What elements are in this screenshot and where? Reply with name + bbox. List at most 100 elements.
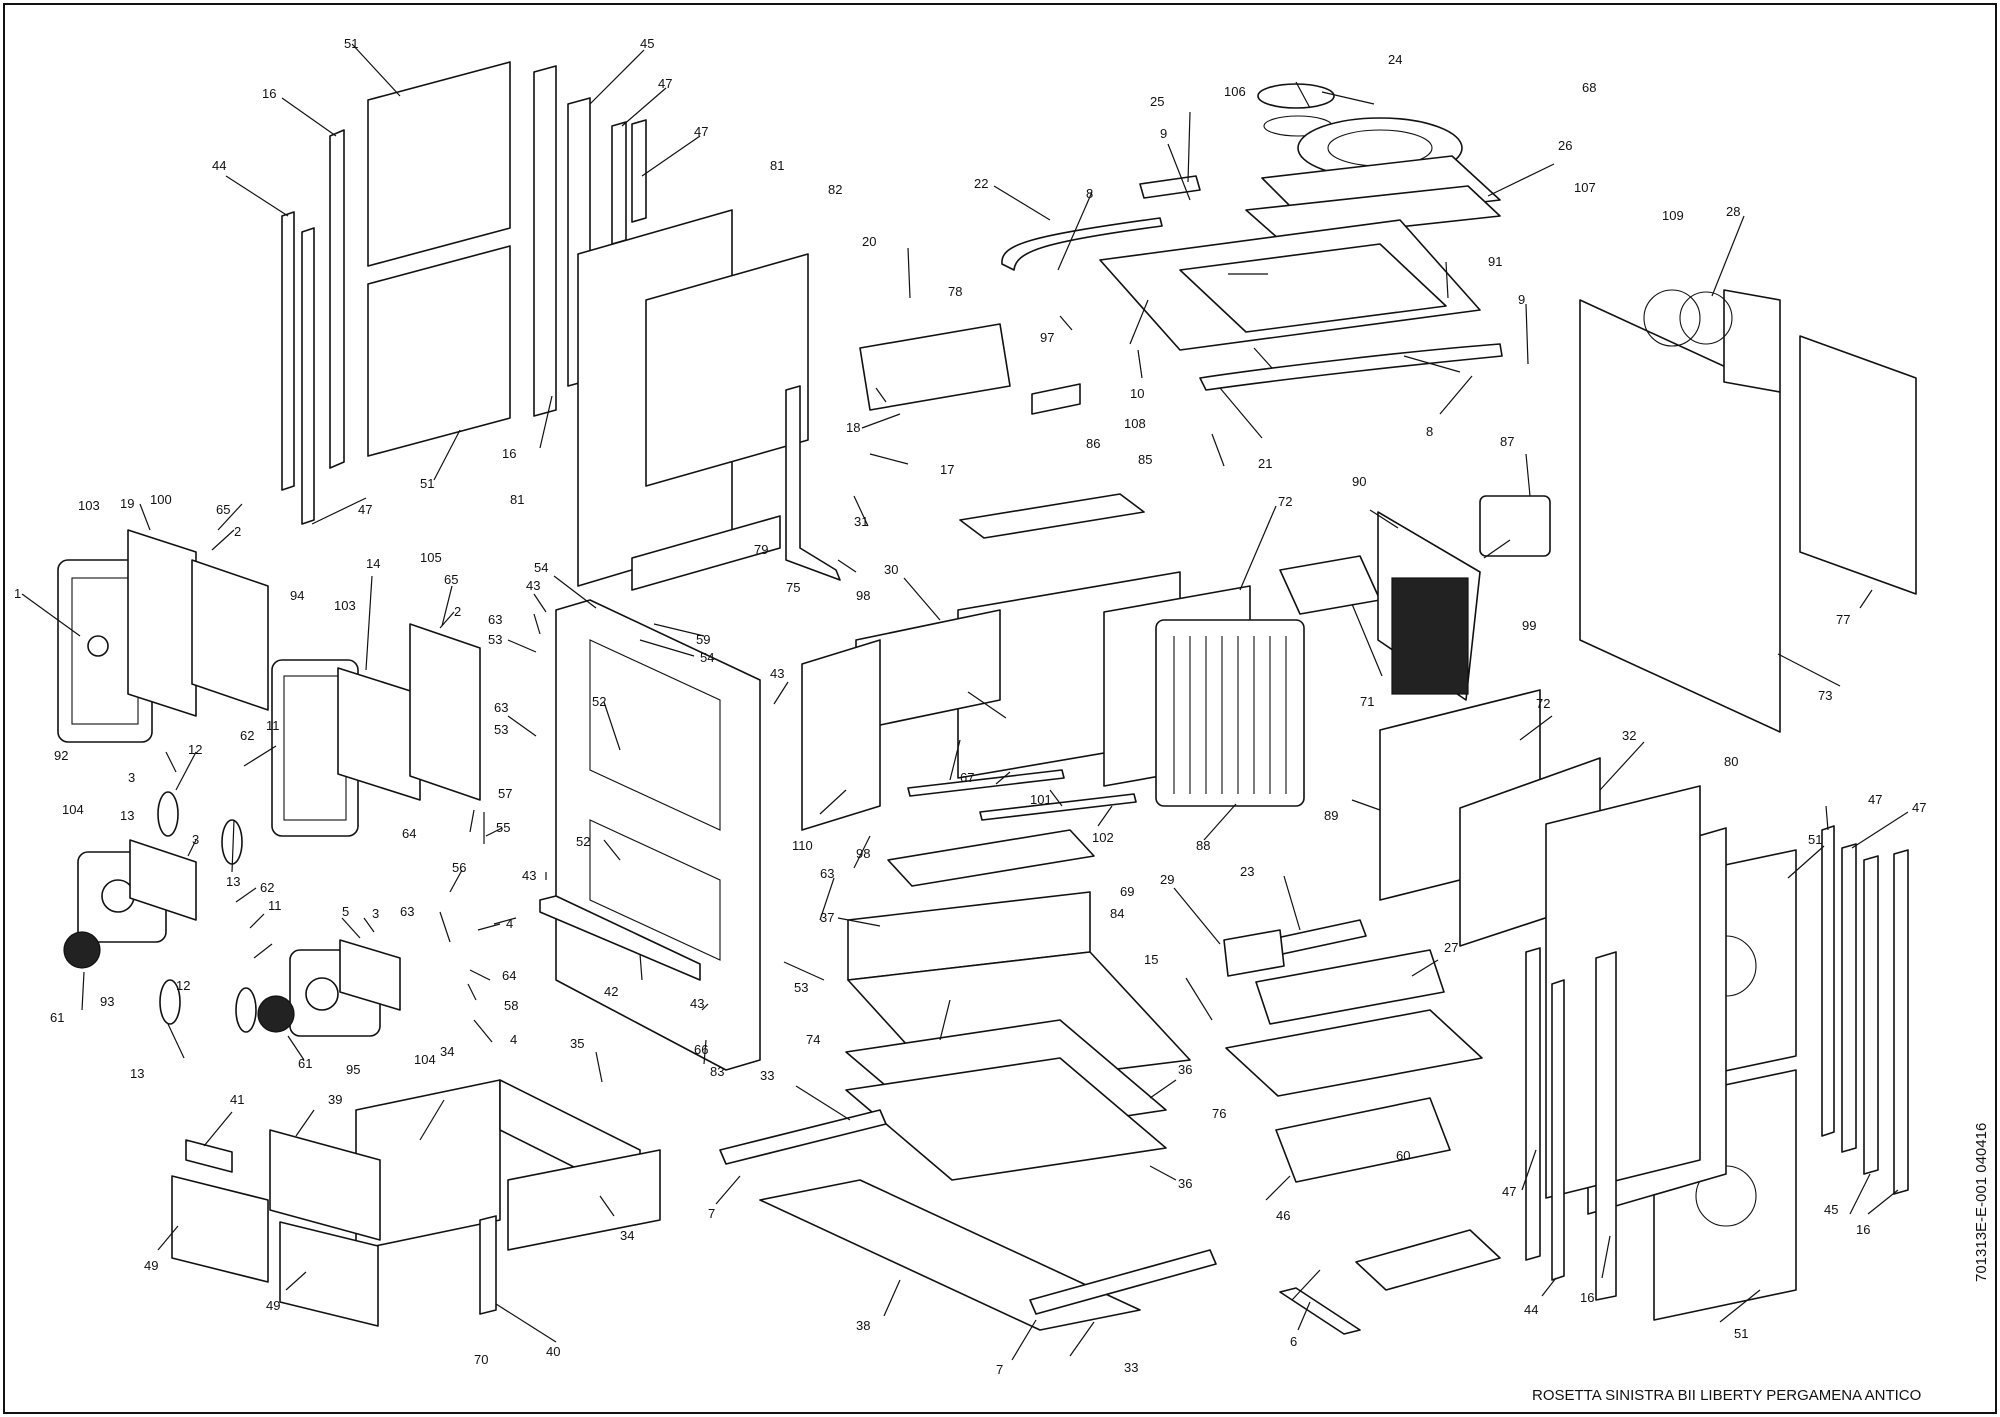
callout-95: 95 (346, 1062, 360, 1077)
callout-51: 51 (1808, 832, 1822, 847)
strip-47-top-a (611, 121, 627, 245)
callout-45: 45 (640, 36, 654, 51)
front-frame-window-lower (589, 819, 721, 961)
panel-32 (1545, 785, 1701, 1199)
callout-43: 43 (522, 868, 536, 883)
callout-49: 49 (144, 1258, 158, 1273)
callout-21: 21 (1258, 456, 1272, 471)
callout-47: 47 (358, 502, 372, 517)
callout-numbers: 1 2 2 3 3 3 4 4 5 6 7 7 8 8 9 9 10 11 11… (14, 36, 1926, 1377)
callout-70: 70 (474, 1352, 488, 1367)
callout-74: 74 (806, 1032, 820, 1047)
callout-104: 104 (414, 1052, 436, 1067)
callout-61: 61 (50, 1010, 64, 1025)
callout-15: 15 (1144, 952, 1158, 967)
callout-34: 34 (440, 1044, 454, 1059)
callout-44: 44 (1524, 1302, 1538, 1317)
rail-33-right (1029, 1249, 1217, 1315)
side-panel-82 (645, 253, 809, 487)
top-plate-85 (959, 493, 1145, 539)
rod-101 (907, 769, 1065, 797)
callout-63: 63 (820, 866, 834, 881)
callout-9: 9 (1518, 292, 1525, 307)
panel-49-lower (279, 1221, 379, 1327)
lid-24 (1257, 83, 1335, 109)
callout-54: 54 (700, 650, 714, 665)
callout-13: 13 (226, 874, 240, 889)
callout-2: 2 (454, 604, 461, 619)
bracket-78 (859, 323, 1011, 411)
door-92-knob (87, 635, 109, 657)
callout-3: 3 (192, 832, 199, 847)
callout-52: 52 (592, 694, 606, 709)
ash-door-95-vent (305, 977, 339, 1011)
callout-42: 42 (604, 984, 618, 999)
callout-12: 12 (188, 742, 202, 757)
strip-41 (185, 1139, 233, 1173)
bracket-75 (785, 385, 841, 581)
callout-47: 47 (694, 124, 708, 139)
strip-45-right (1863, 855, 1879, 1175)
callout-89: 89 (1324, 808, 1338, 823)
callout-24: 24 (1388, 52, 1402, 67)
callout-103: 103 (78, 498, 100, 513)
disc-28 (1679, 291, 1733, 345)
callout-11: 11 (268, 898, 282, 913)
callout-39: 39 (328, 1092, 342, 1107)
callout-41: 41 (230, 1092, 244, 1107)
callout-99: 99 (1522, 618, 1536, 633)
gasket-104-left (129, 839, 197, 921)
strip-47-right-b (1821, 825, 1835, 1137)
callout-51: 51 (344, 36, 358, 51)
callout-37: 37 (820, 910, 834, 925)
callout-91: 91 (1488, 254, 1502, 269)
callout-35: 35 (570, 1036, 584, 1051)
callout-60: 60 (1396, 1148, 1410, 1163)
callout-90: 90 (1352, 474, 1366, 489)
bracket-79 (631, 515, 781, 591)
panel-49-upper (171, 1175, 269, 1283)
hob-frame-91-opening (1179, 243, 1447, 333)
callout-62: 62 (260, 880, 274, 895)
callout-64: 64 (402, 826, 416, 841)
callout-51: 51 (1734, 1326, 1748, 1341)
callout-47: 47 (1868, 792, 1882, 807)
panel-109 (1723, 289, 1781, 393)
callout-83: 83 (710, 1064, 724, 1079)
ring-109 (1643, 289, 1701, 347)
callout-86: 86 (1086, 436, 1100, 451)
callout-7: 7 (708, 1206, 715, 1221)
callout-8: 8 (1426, 424, 1433, 439)
callout-79: 79 (754, 542, 768, 557)
callout-105: 105 (420, 550, 442, 565)
strip-47-right-a (1525, 947, 1541, 1261)
callout-43: 43 (526, 578, 540, 593)
callout-16: 16 (1580, 1290, 1594, 1305)
callout-62: 62 (240, 728, 254, 743)
callout-11: 11 (266, 718, 280, 733)
radiator-88-fins (1173, 636, 1287, 794)
callout-68: 68 (1582, 80, 1596, 95)
frame-110 (801, 639, 881, 831)
ash-pan-46 (1275, 1097, 1451, 1183)
callout-110: 110 (792, 838, 813, 853)
callout-53: 53 (488, 632, 502, 647)
callout-63: 63 (494, 700, 508, 715)
callout-47: 47 (1502, 1184, 1516, 1199)
callout-85: 85 (1138, 452, 1152, 467)
callout-36: 36 (1178, 1176, 1192, 1191)
callout-30: 30 (884, 562, 898, 577)
plate-100 (191, 559, 269, 711)
callout-106: 106 (1224, 84, 1246, 99)
callout-63: 63 (400, 904, 414, 919)
callout-67: 67 (960, 770, 974, 785)
callout-61: 61 (298, 1056, 312, 1071)
callout-97: 97 (1040, 330, 1054, 345)
callout-26: 26 (1558, 138, 1572, 153)
callout-84: 84 (1110, 906, 1124, 921)
callout-49: 49 (266, 1298, 280, 1313)
rail-33-left (719, 1109, 887, 1165)
callout-72: 72 (1536, 696, 1550, 711)
callout-102: 102 (1092, 830, 1114, 845)
strip-47-top-b (631, 119, 647, 223)
